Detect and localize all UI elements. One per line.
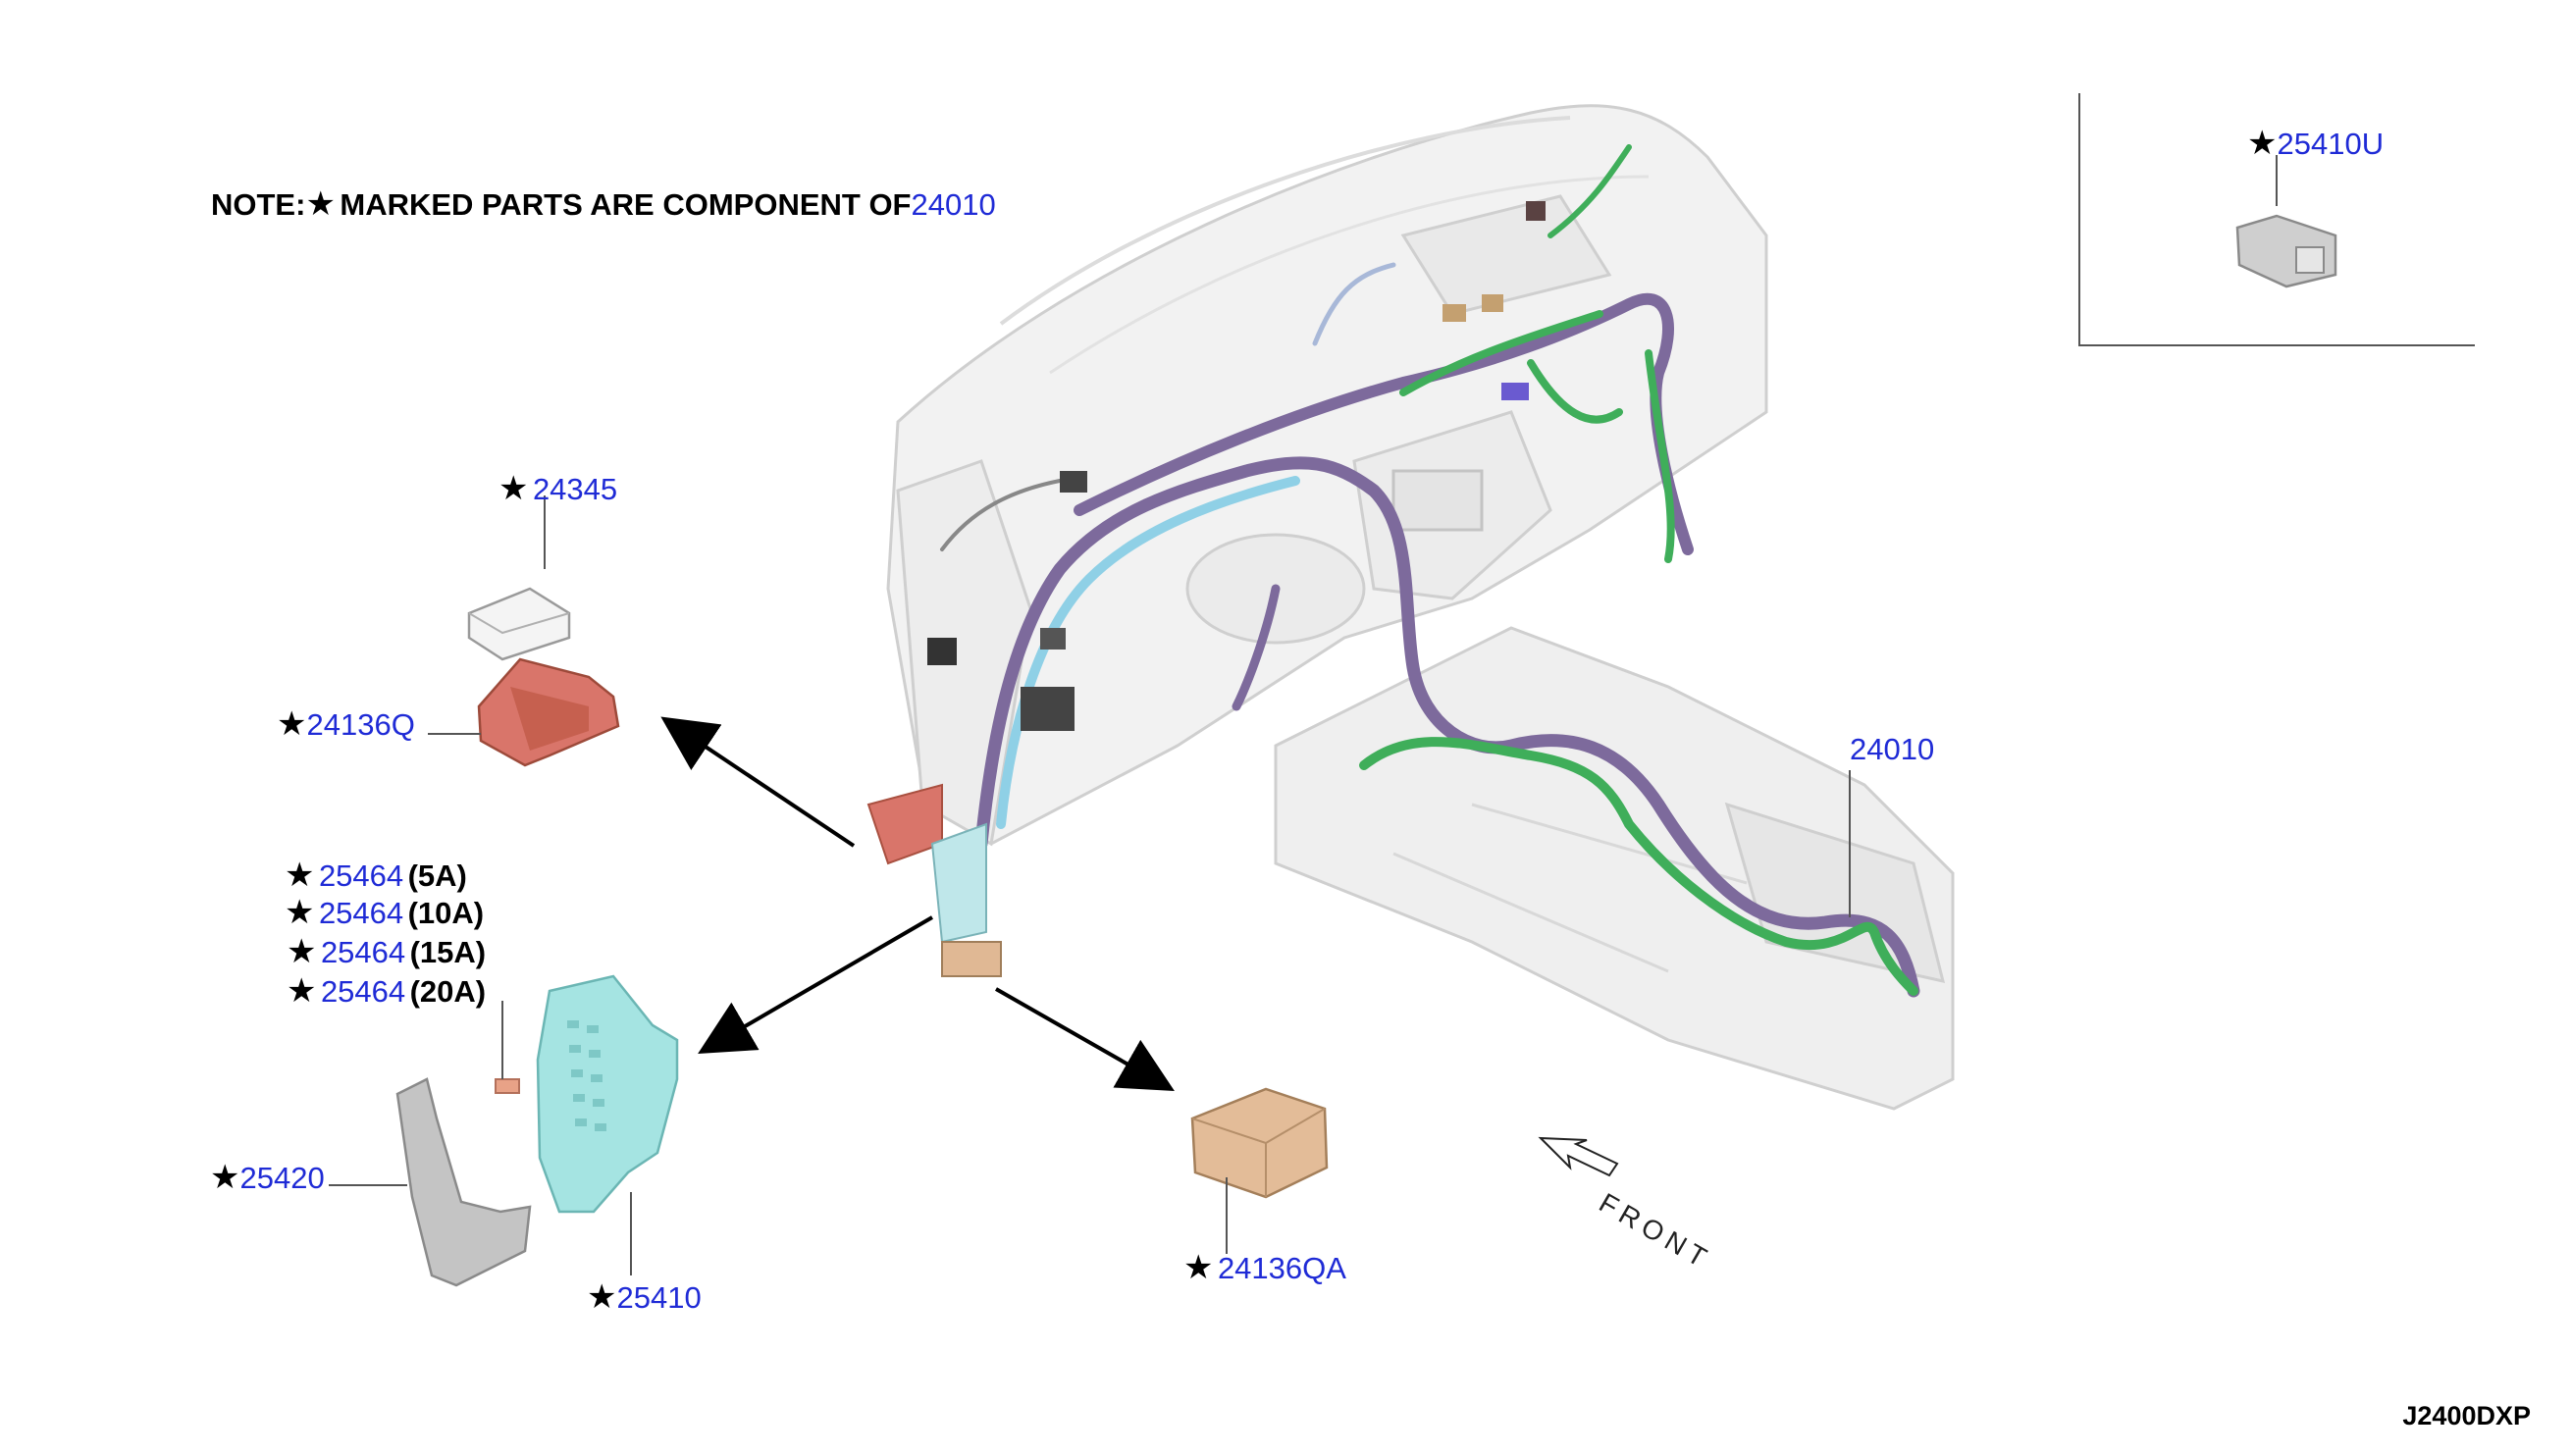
front-arrow-icon (1538, 1136, 1619, 1177)
fuse-row: ★ 25464 (5A) (285, 856, 467, 895)
part-number-25420[interactable]: 25420 (239, 1161, 325, 1195)
label-25420: ★25420 (210, 1158, 325, 1197)
part-number-25410[interactable]: 25410 (616, 1280, 702, 1315)
note-line: NOTE:★ MARKED PARTS ARE COMPONENT OF2401… (211, 184, 996, 224)
star-icon: ★ (305, 185, 336, 223)
fuse-rating: (15A) (409, 935, 487, 969)
part-number-25410U[interactable]: 25410U (2277, 127, 2385, 161)
star-icon: ★ (587, 1278, 617, 1316)
part-number-25464[interactable]: 25464 (318, 896, 404, 930)
label-24136Q: ★24136Q (277, 704, 415, 744)
label-24010: 24010 (1850, 732, 1934, 767)
note-prefix: NOTE: (211, 187, 306, 222)
fuse-rating: (5A) (407, 858, 467, 893)
fuse-row: ★ 25464 (15A) (287, 932, 486, 971)
callout-arrows (660, 716, 1175, 1091)
part-number-25464[interactable]: 25464 (318, 858, 404, 893)
fuse-25464-illustration (495, 1078, 520, 1094)
star-icon: ★ (498, 470, 529, 507)
fuse-rating: (20A) (409, 974, 487, 1009)
part-number-24136Q[interactable]: 24136Q (306, 707, 415, 742)
star-icon: ★ (210, 1159, 240, 1196)
instrument-panel-illustration (886, 104, 1955, 1111)
part-24136Q-bracket-illustration (477, 657, 620, 767)
leader-lines (329, 155, 2278, 1275)
star-icon: ★ (287, 972, 317, 1010)
note-text: MARKED PARTS ARE COMPONENT OF (340, 187, 912, 222)
label-25410: ★25410 (587, 1277, 702, 1317)
note-ref-24010[interactable]: 24010 (911, 187, 996, 222)
fuse-row: ★ 25464 (20A) (287, 971, 486, 1011)
star-icon: ★ (285, 857, 315, 894)
fuse-row: ★ 25464 (10A) (285, 893, 484, 932)
part-25410U-illustration (2235, 214, 2337, 288)
part-25410-fuse-block-illustration (536, 974, 679, 1214)
part-number-24010[interactable]: 24010 (1850, 732, 1935, 766)
label-24136QA: ★ 24136QA (1183, 1248, 1346, 1287)
star-icon: ★ (285, 894, 315, 931)
star-icon: ★ (1183, 1249, 1214, 1286)
part-number-24136QA[interactable]: 24136QA (1217, 1251, 1346, 1285)
wiring-harness-24010-illustration (927, 144, 1920, 998)
label-25410U: ★25410U (2247, 124, 2384, 163)
star-icon: ★ (2247, 125, 2278, 162)
part-24136QA-box-illustration (1190, 1087, 1329, 1199)
star-icon: ★ (287, 933, 317, 970)
inset-frame (2078, 93, 2475, 346)
fuse-rating: (10A) (407, 896, 485, 930)
mounted-fuse-block-illustration (866, 783, 1002, 977)
label-24345: ★ 24345 (498, 469, 617, 508)
part-number-24345[interactable]: 24345 (532, 472, 618, 506)
diagram-code: J2400DXP (2402, 1401, 2531, 1430)
star-icon: ★ (277, 705, 307, 743)
part-number-25464[interactable]: 25464 (320, 935, 406, 969)
part-25420-cover-illustration (395, 1077, 532, 1287)
part-number-25464[interactable]: 25464 (320, 974, 406, 1009)
part-24345-cover-illustration (467, 587, 571, 661)
